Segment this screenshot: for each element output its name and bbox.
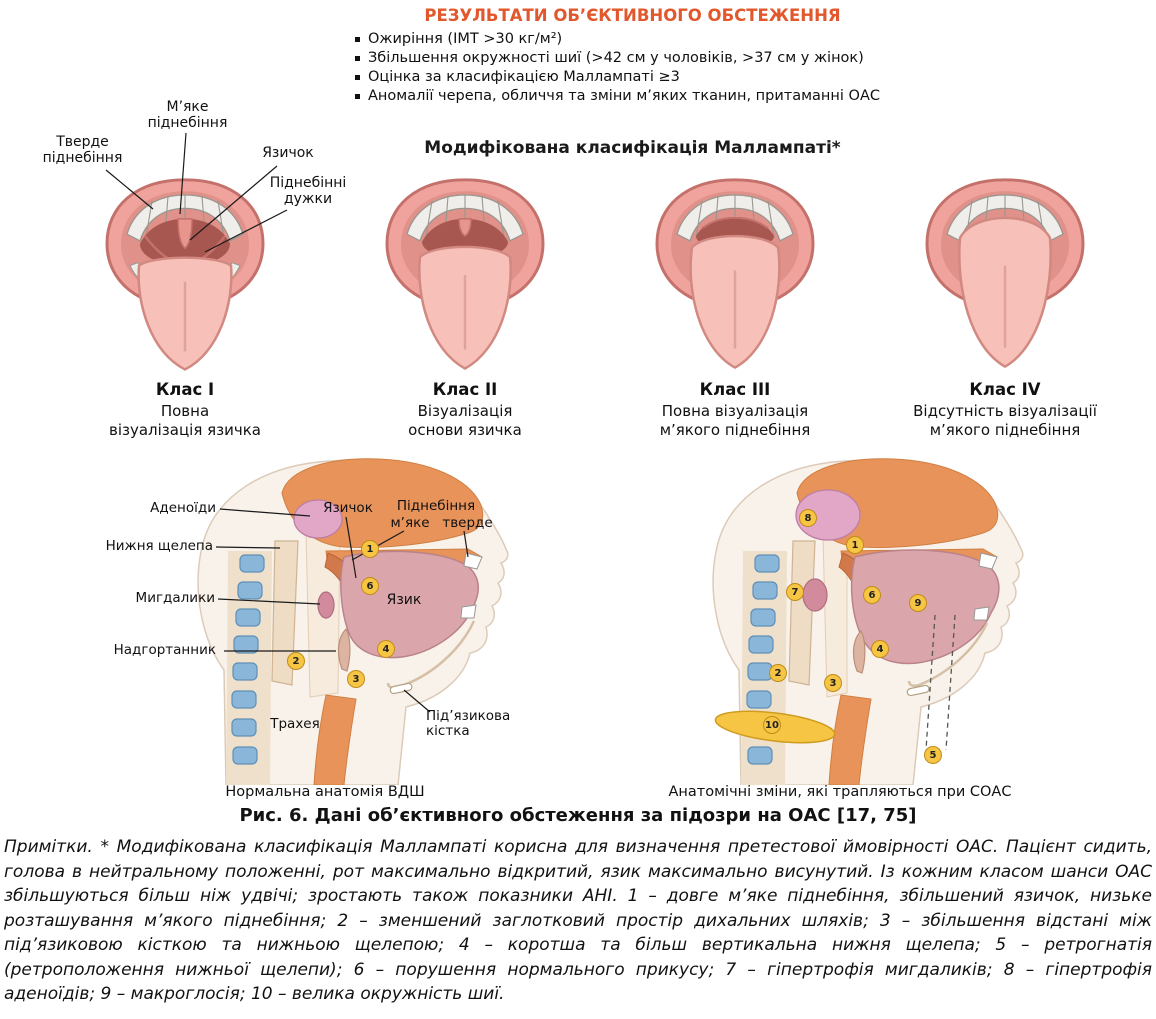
label-trachea: Трахея <box>270 716 320 732</box>
mouth-class-3 <box>650 175 820 380</box>
mouth-class-1 <box>100 175 270 380</box>
class-name: Клас IV <box>969 380 1041 399</box>
anatomy-number: 7 <box>786 583 804 601</box>
label-uvula: Язичок <box>323 500 373 516</box>
class-caption-4: Клас IV Відсутність візуалізації м’якого… <box>890 380 1120 439</box>
caption-normal-anatomy: Нормальна анатомія ВДШ <box>225 784 425 800</box>
anatomy-number: 10 <box>763 716 781 734</box>
list-item: Збільшення окружності шиї (>42 см у чоло… <box>355 49 935 68</box>
section-title: РЕЗУЛЬТАТИ ОБ’ЄКТИВНОГО ОБСТЕЖЕННЯ <box>424 6 841 25</box>
figure-caption: Рис. 6. Дані об’єктивного обстеження за … <box>239 805 917 826</box>
class-name: Клас III <box>699 380 771 399</box>
anatomy-number: 2 <box>769 664 787 682</box>
anatomy-number: 1 <box>846 536 864 554</box>
bullet-text: Оцінка за класифікацією Маллампаті ≥3 <box>368 69 680 85</box>
label-epiglottis: Надгортанник <box>113 642 216 658</box>
anatomy-number: 4 <box>871 640 889 658</box>
bullet-text: Ожиріння (ІМТ >30 кг/м²) <box>368 31 563 47</box>
list-item: Оцінка за класифікацією Маллампаті ≥3 <box>355 68 935 87</box>
findings-list: Ожиріння (ІМТ >30 кг/м²) Збільшення окру… <box>355 30 935 106</box>
class-caption-1: Клас I Повна візуалізація язичка <box>70 380 300 439</box>
bullet-text: Аномалії черепа, обличчя та зміни м’яких… <box>368 88 880 104</box>
class-caption-3: Клас III Повна візуалізація м’якого підн… <box>620 380 850 439</box>
label-palate: Піднебіння <box>396 498 476 514</box>
callout-uvula: Язичок <box>262 145 314 161</box>
bullet-icon <box>355 56 360 61</box>
anatomy-number: 2 <box>287 652 305 670</box>
label-lower-jaw: Нижня щелепа <box>105 538 213 554</box>
anatomy-number: 5 <box>924 746 942 764</box>
anatomy-number: 6 <box>863 586 881 604</box>
list-item: Ожиріння (ІМТ >30 кг/м²) <box>355 30 935 49</box>
callout-pillars: Піднебінні дужки <box>269 175 347 207</box>
anatomy-number: 1 <box>361 540 379 558</box>
label-adenoids: Аденоїди <box>150 500 216 516</box>
callout-soft-palate: М’яке піднебіння <box>147 99 228 131</box>
mouth-class-4 <box>920 175 1090 380</box>
class-desc: Повна візуалізація язичка <box>108 402 261 439</box>
label-palate-hard: тверде <box>442 515 493 531</box>
anatomy-number: 3 <box>347 670 365 688</box>
anatomy-number: 6 <box>361 577 379 595</box>
figure-notes: Примітки. * Модифікована класифікація Ма… <box>4 837 1152 1004</box>
bullet-text: Збільшення окружності шиї (>42 см у чоло… <box>368 50 864 66</box>
class-name: Клас II <box>432 380 498 399</box>
bullet-icon <box>355 94 360 99</box>
bullet-icon <box>355 37 360 42</box>
anatomy-diagram-osa <box>645 455 1035 786</box>
label-hyoid: Під’язикова кістка <box>426 708 511 739</box>
caption-osa-changes: Анатомічні зміни, які трапляються при СО… <box>668 784 1012 800</box>
callout-hard-palate: Тверде піднебіння <box>42 134 123 166</box>
label-tonsils: Мигдалики <box>135 590 215 606</box>
anatomy-number: 8 <box>799 509 817 527</box>
list-item: Аномалії черепа, обличчя та зміни м’яких… <box>355 87 935 106</box>
class-desc: Повна візуалізація м’якого піднебіння <box>659 402 811 439</box>
bullet-icon <box>355 75 360 80</box>
class-desc: Відсутність візуалізації м’якого піднебі… <box>913 402 1097 439</box>
class-caption-2: Клас II Візуалізація основи язичка <box>350 380 580 439</box>
mallampati-heading: Модифікована класифікація Маллампаті* <box>424 138 841 158</box>
label-tongue: Язик <box>386 592 422 608</box>
class-name: Клас I <box>155 380 215 399</box>
class-desc: Візуалізація основи язичка <box>408 402 522 439</box>
anatomy-number: 9 <box>909 594 927 612</box>
anatomy-number: 4 <box>377 640 395 658</box>
anatomy-number: 3 <box>824 674 842 692</box>
label-palate-soft: м’яке <box>390 515 430 531</box>
mouth-class-2 <box>380 175 550 380</box>
